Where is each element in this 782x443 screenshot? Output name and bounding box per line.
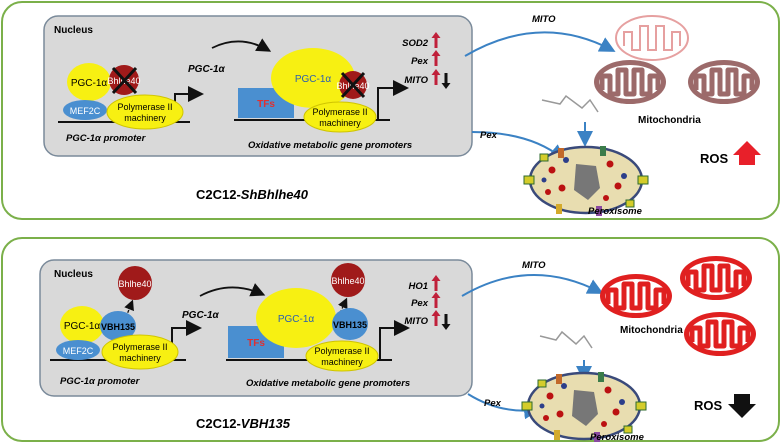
cell-line-suffix: VBH135 xyxy=(241,416,291,431)
polymerase-blob xyxy=(305,340,379,372)
mef2c-blob xyxy=(63,100,107,120)
vbh135-label: VBH135 xyxy=(333,320,367,330)
polymerase-line1: Polymerase II xyxy=(117,102,172,112)
mef2c-label: MEF2C xyxy=(70,106,101,116)
mitochondrion-icon xyxy=(688,60,760,104)
gene-name: MITO xyxy=(404,316,428,327)
ros-up-arrow-icon xyxy=(733,141,761,165)
cell-line-prefix: C2C12- xyxy=(196,187,241,202)
mitochondria-label: Mitochondria xyxy=(638,115,701,126)
cell-line-label: C2C12-VBH135 xyxy=(196,416,291,431)
nucleus-label: Nucleus xyxy=(54,269,93,280)
gene-name: MITO xyxy=(404,75,428,86)
gene-name: Pex xyxy=(411,56,429,67)
pgc1a-blob xyxy=(256,288,336,348)
mef2c-label: MEF2C xyxy=(63,346,94,356)
gene-name: Pex xyxy=(411,298,429,309)
knockdown-x-icon xyxy=(111,66,138,95)
polymerase-line2: machinery xyxy=(124,113,166,123)
mef2c-blob xyxy=(56,340,100,360)
ros-label: ROS xyxy=(694,398,723,413)
promoter-label: PGC-1α promoter xyxy=(60,376,141,387)
mitochondria-label: Mitochondria xyxy=(620,325,683,336)
pgc1a-label: PGC-1α xyxy=(71,78,108,89)
polymerase-line2: machinery xyxy=(319,118,361,128)
cell-line-label: C2C12-ShBhlhe40 xyxy=(196,187,309,202)
mitochondrion-icon xyxy=(684,312,756,356)
polymerase-line1: Polymerase II xyxy=(112,342,167,352)
vbh135-blob xyxy=(332,308,368,340)
nucleus-label: Nucleus xyxy=(54,25,93,36)
panel-shbhlhe40: Nucleus PGC-1α Bhlhe40 MEF2C Polymerase … xyxy=(1,1,780,220)
pex-arrow-label: Pex xyxy=(480,130,498,141)
knockdown-x-icon xyxy=(340,71,366,99)
polymerase-blob xyxy=(101,334,179,370)
pgc1a-blob xyxy=(271,48,355,108)
polymerase-line1: Polymerase II xyxy=(314,346,369,356)
gene-promoters-label: Oxidative metabolic gene promoters xyxy=(248,140,412,151)
bhlhe40-blob xyxy=(118,266,152,300)
mitochondrion-icon xyxy=(615,15,689,61)
mito-arrow xyxy=(464,31,616,57)
pex-arrow-label: Pex xyxy=(484,398,502,409)
gene-name: SOD2 xyxy=(402,38,429,49)
pgc1a-arrow-label: PGC-1α xyxy=(182,310,220,321)
bhlhe40-label: Bhlhe40 xyxy=(118,279,151,289)
mitochondrion-icon xyxy=(594,60,666,104)
vbh135-label: VBH135 xyxy=(101,322,135,332)
panel-vbh135: Nucleus Bhlhe40 PGC-1α VBH135 MEF2C Poly… xyxy=(1,237,780,443)
cell-line-suffix: ShBhlhe40 xyxy=(241,187,309,202)
pgc1a-arrow xyxy=(211,38,272,52)
promoter-label: PGC-1α promoter xyxy=(66,133,147,144)
pgc1a-blob xyxy=(60,306,104,344)
mito-arrow xyxy=(461,273,604,297)
lipid-chain-icon xyxy=(539,330,593,349)
pgc1a-blob xyxy=(67,63,111,101)
peroxisome-label: Peroxisome xyxy=(590,432,645,443)
peroxisome-label: Peroxisome xyxy=(588,206,643,217)
pgc1a-arrow-label: PGC-1α xyxy=(188,64,226,75)
mito-arrow-label: MITO xyxy=(532,14,556,25)
bhlhe40-blob xyxy=(331,263,365,297)
cell-line-prefix: C2C12- xyxy=(196,416,241,431)
pgc1a-label: PGC-1α xyxy=(64,321,101,332)
polymerase-blob xyxy=(303,101,377,133)
mitochondrion-icon xyxy=(680,256,752,300)
pgc1a-label: PGC-1α xyxy=(278,314,315,325)
polymerase-line1: Polymerase II xyxy=(312,107,367,117)
ros-down-arrow-icon xyxy=(728,394,756,418)
polymerase-line2: machinery xyxy=(321,357,363,367)
mito-arrow-label: MITO xyxy=(522,260,546,271)
gene-name: HO1 xyxy=(408,281,428,292)
transcription-arrow xyxy=(379,320,410,360)
polymerase-line2: machinery xyxy=(119,353,161,363)
ros-label: ROS xyxy=(700,151,729,166)
lipid-chain-icon xyxy=(541,94,599,113)
polymerase-blob xyxy=(106,94,184,130)
tfs-label: TFs xyxy=(247,338,265,349)
vbh135-blob xyxy=(100,311,136,341)
release-arrow xyxy=(123,299,134,323)
tfs-label: TFs xyxy=(257,99,275,110)
pgc1a-arrow xyxy=(199,283,266,297)
gene-promoters-label: Oxidative metabolic gene promoters xyxy=(246,378,410,389)
transcription-arrow xyxy=(377,80,409,120)
pgc1a-label: PGC-1α xyxy=(295,74,332,85)
mitochondrion-icon xyxy=(600,274,672,318)
bhlhe40-label: Bhlhe40 xyxy=(331,276,364,286)
